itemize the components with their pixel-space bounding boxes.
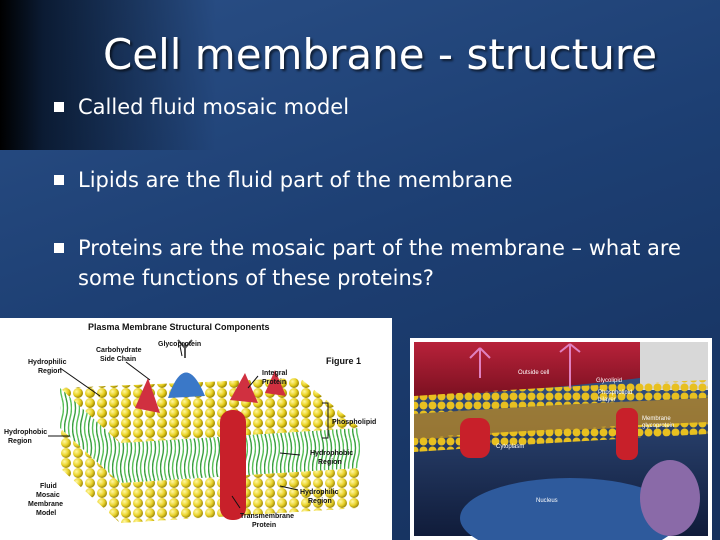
nucleus-label: Nucleus <box>536 498 558 504</box>
mosaic-label: Mosaic <box>36 492 60 499</box>
cell-membrane-illustration: Outside cell Glycolipid Phospholipid bil… <box>410 338 712 540</box>
hydrophilic-bottom-region-label: Region <box>308 498 332 505</box>
figure-number: Figure 1 <box>326 356 361 366</box>
bullet-square-icon <box>54 175 64 185</box>
hydrophilic-region-label: Region <box>38 368 62 375</box>
membrane-label: Membrane <box>28 501 63 508</box>
side-chain-label: Side Chain <box>100 356 136 363</box>
integral-label: Integral <box>262 370 287 377</box>
cell-membrane-image: Outside cell Glycolipid Phospholipid bil… <box>414 342 708 540</box>
integral-protein-label: Protein <box>262 379 286 386</box>
outside-cell-label: Outside cell <box>518 370 549 376</box>
hydrophobic-right-label: Hydrophobic <box>310 450 353 457</box>
bullet-item: Called fluid mosaic model <box>48 92 349 122</box>
hydrophilic-label: Hydrophilic <box>28 359 67 366</box>
bullet-text: Called fluid mosaic model <box>78 95 350 119</box>
hydrophilic-bottom-label: Hydrophilic <box>300 489 339 496</box>
fluid-label: Fluid <box>40 483 57 490</box>
cytoplasm-label: Cytoplasm <box>496 444 524 450</box>
membrane-diagram: Plasma Membrane Structural Components Fi… <box>4 322 376 529</box>
glycoprotein-label: Glycoprotein <box>158 341 201 348</box>
title-band <box>0 0 720 150</box>
bullet-item: Proteins are the mosaic part of the memb… <box>48 233 688 293</box>
figure-heading: Plasma Membrane Structural Components <box>88 322 270 332</box>
hydrophobic-label: Hydrophobic <box>4 429 47 436</box>
bullet-square-icon <box>54 102 64 112</box>
hydrophobic-right-region-label: Region <box>318 459 342 466</box>
membrane-glycoprotein-label-2: glycoprotein <box>642 423 674 429</box>
model-label: Model <box>36 510 56 517</box>
transmembrane-protein-label: Protein <box>252 522 276 529</box>
phospholipid-label: Phospholipid <box>332 419 376 426</box>
bullet-text: Proteins are the mosaic part of the memb… <box>78 236 681 290</box>
phospholipid-label: Phospholipid <box>598 390 632 396</box>
slide-title: Cell membrane - structure <box>102 30 658 79</box>
membrane-diagram-figure: Plasma Membrane Structural Components Fi… <box>0 318 392 540</box>
glycolipid-label: Glycolipid <box>596 378 622 384</box>
carbohydrate-label: Carbohydrate <box>96 347 142 354</box>
membrane-glycoprotein-label: Membrane <box>642 416 671 422</box>
transmembrane-label: Transmembrane <box>240 513 294 520</box>
bilayer-label: bilayer <box>598 397 616 403</box>
bullet-square-icon <box>54 243 64 253</box>
hydrophobic-region-label: Region <box>8 438 32 445</box>
bullet-text: Lipids are the fluid part of the membran… <box>78 168 513 192</box>
bullet-item: Lipids are the fluid part of the membran… <box>48 165 513 195</box>
